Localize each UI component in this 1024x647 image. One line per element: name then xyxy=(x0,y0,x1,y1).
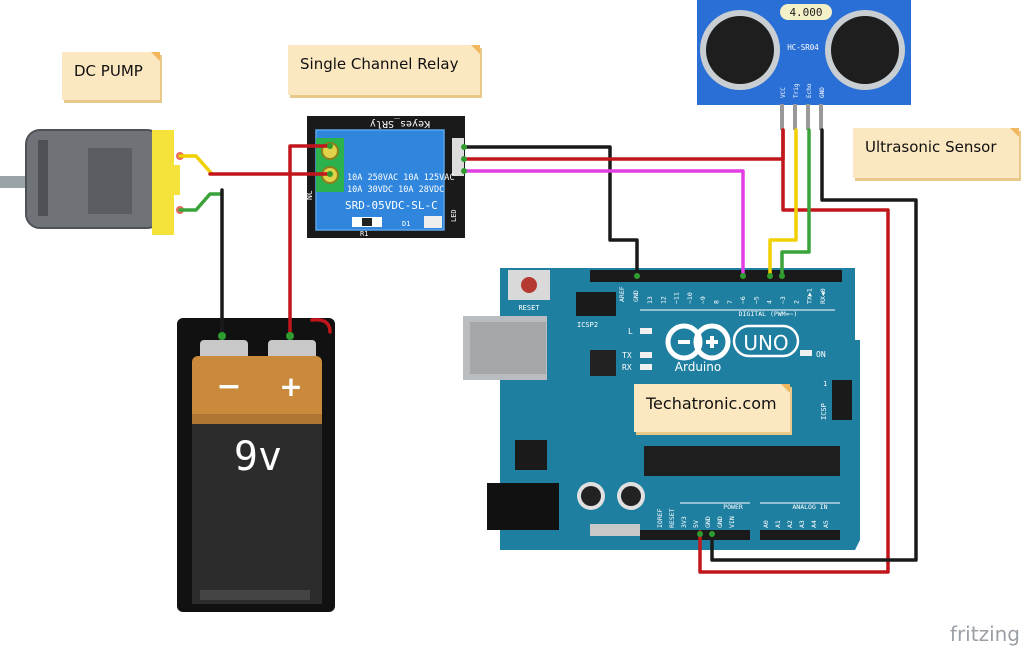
wire-battery-red xyxy=(288,144,332,340)
arduino-analog-label: ANALOG IN xyxy=(792,503,827,511)
analog-pin-label-5: A5 xyxy=(822,520,830,528)
battery-plus-label: + xyxy=(279,370,302,403)
wire-sensor-vcc-red xyxy=(698,128,890,574)
power-pin-label-3: 5V xyxy=(692,520,700,528)
arduino-rx-label: RX xyxy=(622,363,632,372)
dc-pump-motor xyxy=(0,129,184,235)
relay-brand: Keyes_SRly xyxy=(370,118,430,129)
note-relay-text: Single Channel Relay xyxy=(300,55,459,73)
relay-led-label: LED xyxy=(450,209,458,222)
arduino-one-label: 1 xyxy=(823,380,827,388)
arduino-uno-label: UNO xyxy=(743,331,788,355)
note-relay: Single Channel Relay xyxy=(288,45,480,95)
digital-pin-label-9: 4 xyxy=(766,300,774,304)
analog-pin-label-4: A4 xyxy=(810,520,818,528)
digital-pin-label-4: ~9 xyxy=(699,296,707,304)
digital-pin-label-3: ~10 xyxy=(686,292,694,304)
digital-pin-labels: 13 12 ~11 ~10 ~9 8 7 ~6 ~5 4 ~3 2 TX▶1 RX◀0 xyxy=(646,288,827,304)
relay-model: SRD-05VDC-SL-C xyxy=(345,199,438,212)
digital-pin-label-7: ~6 xyxy=(739,296,747,304)
relay-nc-label: NC xyxy=(305,190,314,200)
digital-pin-label-1: 12 xyxy=(659,296,667,304)
arduino-icsp-label: ICSP xyxy=(820,403,828,420)
arduino-power-label: POWER xyxy=(723,503,743,511)
power-pin-label-5: GND xyxy=(716,516,724,528)
digital-pin-label-12: TX▶1 xyxy=(806,288,814,304)
power-pin-labels: IOREF RESET 3V3 5V GND GND VIN xyxy=(656,508,736,528)
analog-pin-label-1: A1 xyxy=(774,520,782,528)
power-pin-label-4: GND xyxy=(704,516,712,528)
wire-sensor-echo-green xyxy=(780,128,811,276)
arduino-aref-label: AREF xyxy=(618,286,626,302)
arduino-icsp2-label: ICSP2 xyxy=(577,321,598,329)
sensor-pin-gnd: GND xyxy=(819,87,826,98)
note-ultrasonic-sensor-text: Ultrasonic Sensor xyxy=(865,138,997,156)
wire-sensor-gnd-black xyxy=(710,128,918,562)
note-dc-pump-text: DC PUMP xyxy=(74,62,143,80)
wire-terminals xyxy=(218,143,785,537)
power-pin-label-2: 3V3 xyxy=(680,516,688,528)
note-dc-pump: DC PUMP xyxy=(62,52,160,100)
arduino-l-label: L xyxy=(628,327,633,336)
ultrasonic-sensor: 4.000 HC-SR04 VCC Trig Echo GND xyxy=(697,0,911,130)
arduino-reset-label: RESET xyxy=(518,304,540,312)
sensor-display: 4.000 xyxy=(789,6,822,19)
power-pin-label-6: VIN xyxy=(728,516,736,528)
analog-pin-label-0: A0 xyxy=(762,520,770,528)
digital-pin-label-5: 8 xyxy=(713,300,721,304)
arduino-digital-label: DIGITAL (PWM=~) xyxy=(739,310,798,318)
arduino-brand-label: Arduino xyxy=(675,360,721,374)
arduino-on-label: ON xyxy=(816,350,826,359)
analog-pin-label-3: A3 xyxy=(798,520,806,528)
relay-module: Keyes_SRly 10A 250VAC 10A 125VAC 10A 30V… xyxy=(305,116,465,238)
wire-pump-yellow xyxy=(178,154,214,176)
digital-pin-label-10: ~3 xyxy=(779,296,787,304)
wire-relay-vcc-red xyxy=(462,128,785,161)
digital-pin-label-2: ~11 xyxy=(673,292,681,304)
wire-relay-signal-magenta xyxy=(462,169,745,276)
battery-minus-label: − xyxy=(216,369,241,404)
wires xyxy=(178,128,918,574)
wire-battery-red-loop xyxy=(310,318,332,334)
sensor-pin-trig: Trig xyxy=(793,83,800,98)
battery-9v: − + 9v xyxy=(177,318,335,612)
wire-pump-green xyxy=(178,192,224,212)
sensor-pin-vcc: VCC xyxy=(780,87,787,98)
relay-rating-2: 10A 30VDC 10A 28VDC xyxy=(347,185,444,195)
digital-pin-label-13: RX◀0 xyxy=(819,288,827,304)
wire-relay-gnd-black xyxy=(462,145,639,276)
note-techatronic-text: Techatronic.com xyxy=(646,394,777,413)
battery-voltage-label: 9v xyxy=(234,434,282,480)
arduino-tx-label: TX xyxy=(622,351,632,360)
relay-d1-label: D1 xyxy=(402,220,410,228)
power-pin-label-0: IOREF xyxy=(656,508,664,528)
sensor-model: HC-SR04 xyxy=(787,43,819,52)
arduino-infinity-logo xyxy=(665,323,731,361)
arduino-gnd-label: GND xyxy=(632,290,640,302)
note-ultrasonic-sensor: Ultrasonic Sensor xyxy=(853,128,1019,178)
relay-r1-label: R1 xyxy=(360,230,368,238)
digital-pin-label-8: ~5 xyxy=(752,296,760,304)
wire-sensor-trig-yellow xyxy=(768,128,798,276)
analog-pin-label-2: A2 xyxy=(786,520,794,528)
digital-pin-label-11: 2 xyxy=(792,300,800,304)
power-pin-label-1: RESET xyxy=(668,508,676,528)
relay-rating-1: 10A 250VAC 10A 125VAC xyxy=(347,173,454,183)
note-techatronic: Techatronic.com xyxy=(634,384,790,432)
digital-pin-label-6: 7 xyxy=(726,300,734,304)
fritzing-watermark: fritzing xyxy=(950,622,1020,646)
analog-pin-labels: A0 A1 A2 A3 A4 A5 xyxy=(762,520,830,528)
digital-pin-label-0: 13 xyxy=(646,296,654,304)
sensor-pin-echo: Echo xyxy=(806,83,813,98)
